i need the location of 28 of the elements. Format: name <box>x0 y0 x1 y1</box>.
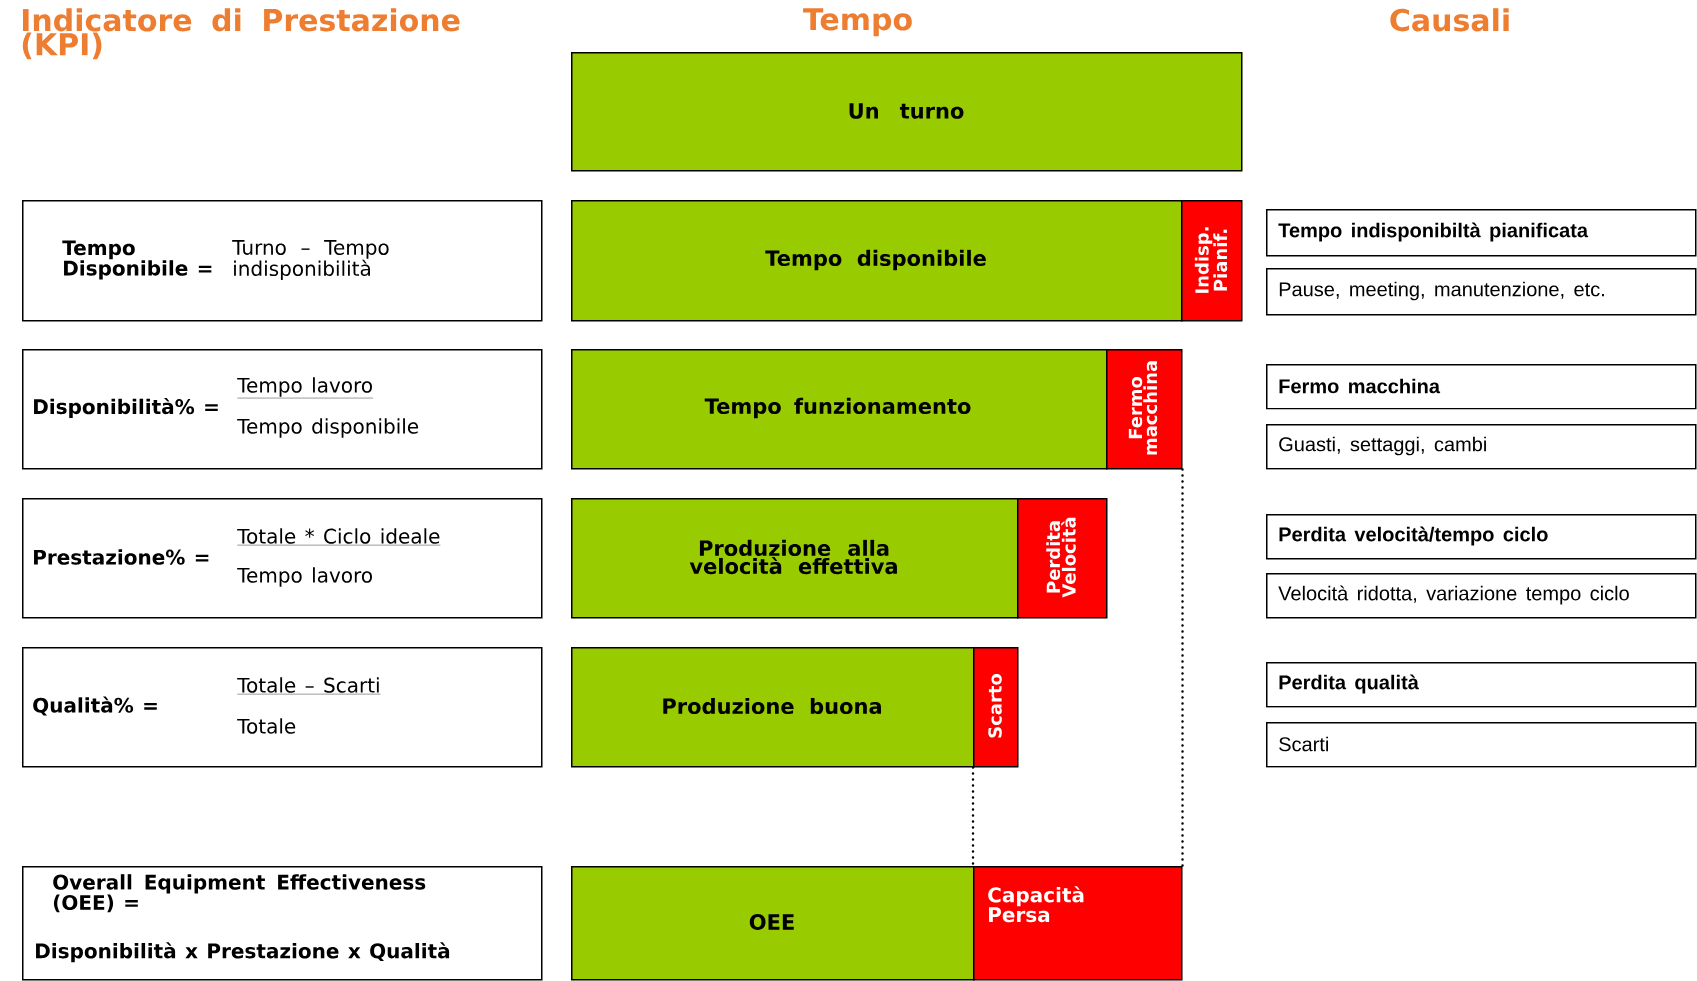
cause-description-box: Pause, meeting, manutenzione, etc. <box>1266 268 1697 316</box>
loss-bar: Capacità Persa <box>973 866 1183 981</box>
dotted-line <box>971 766 975 868</box>
loss-bar: Indisp. Pianif. <box>1181 200 1243 322</box>
time-bar: Produzione alla velocità effettiva <box>571 498 1019 619</box>
cause-heading-box: Perdita velocità/tempo ciclo <box>1266 514 1697 560</box>
cause-heading-box: Fermo macchina <box>1266 364 1697 410</box>
kpi-formula-box: Qualità% = Totale – Scarti Totale <box>22 647 543 768</box>
dotted-line <box>1181 468 1184 868</box>
kpi-formula-box: Disponibilità% = Tempo lavoro Tempo disponibile <box>22 349 543 470</box>
loss-bar: Scarto <box>973 647 1019 768</box>
time-bar: Produzione buona <box>571 647 975 768</box>
loss-bar: Perdita Velocità <box>1017 498 1108 619</box>
cause-description-box: Scarti <box>1266 722 1697 768</box>
time-bar: OEE <box>571 866 975 981</box>
kpi-formula-box: Overall Equipment Effectiveness (OEE) = Disponibilità x Prestazione x Qualità <box>22 866 543 981</box>
time-bar: Un turno <box>571 52 1243 172</box>
column-heading: Indicatore di Prestazione (KPI) <box>22 8 460 60</box>
cause-description-box: Velocità ridotta, variazione tempo ciclo <box>1266 573 1697 619</box>
cause-description-box: Guasti, settaggi, cambi <box>1266 424 1697 470</box>
time-bar: Tempo disponibile <box>571 200 1183 322</box>
time-bar: Tempo funzionamento <box>571 349 1108 470</box>
kpi-formula-box: Tempo Disponibile = Turno – Tempo indisponibilità <box>22 200 543 322</box>
cause-heading-box: Perdita qualità <box>1266 662 1697 708</box>
column-heading: Causali <box>1390 8 1509 32</box>
loss-bar: Fermo macchina <box>1106 349 1183 470</box>
kpi-formula-box: Prestazione% = Totale * Ciclo ideale Tempo lavoro <box>22 498 543 619</box>
cause-heading-box: Tempo indisponibiltà pianificata <box>1266 209 1697 257</box>
